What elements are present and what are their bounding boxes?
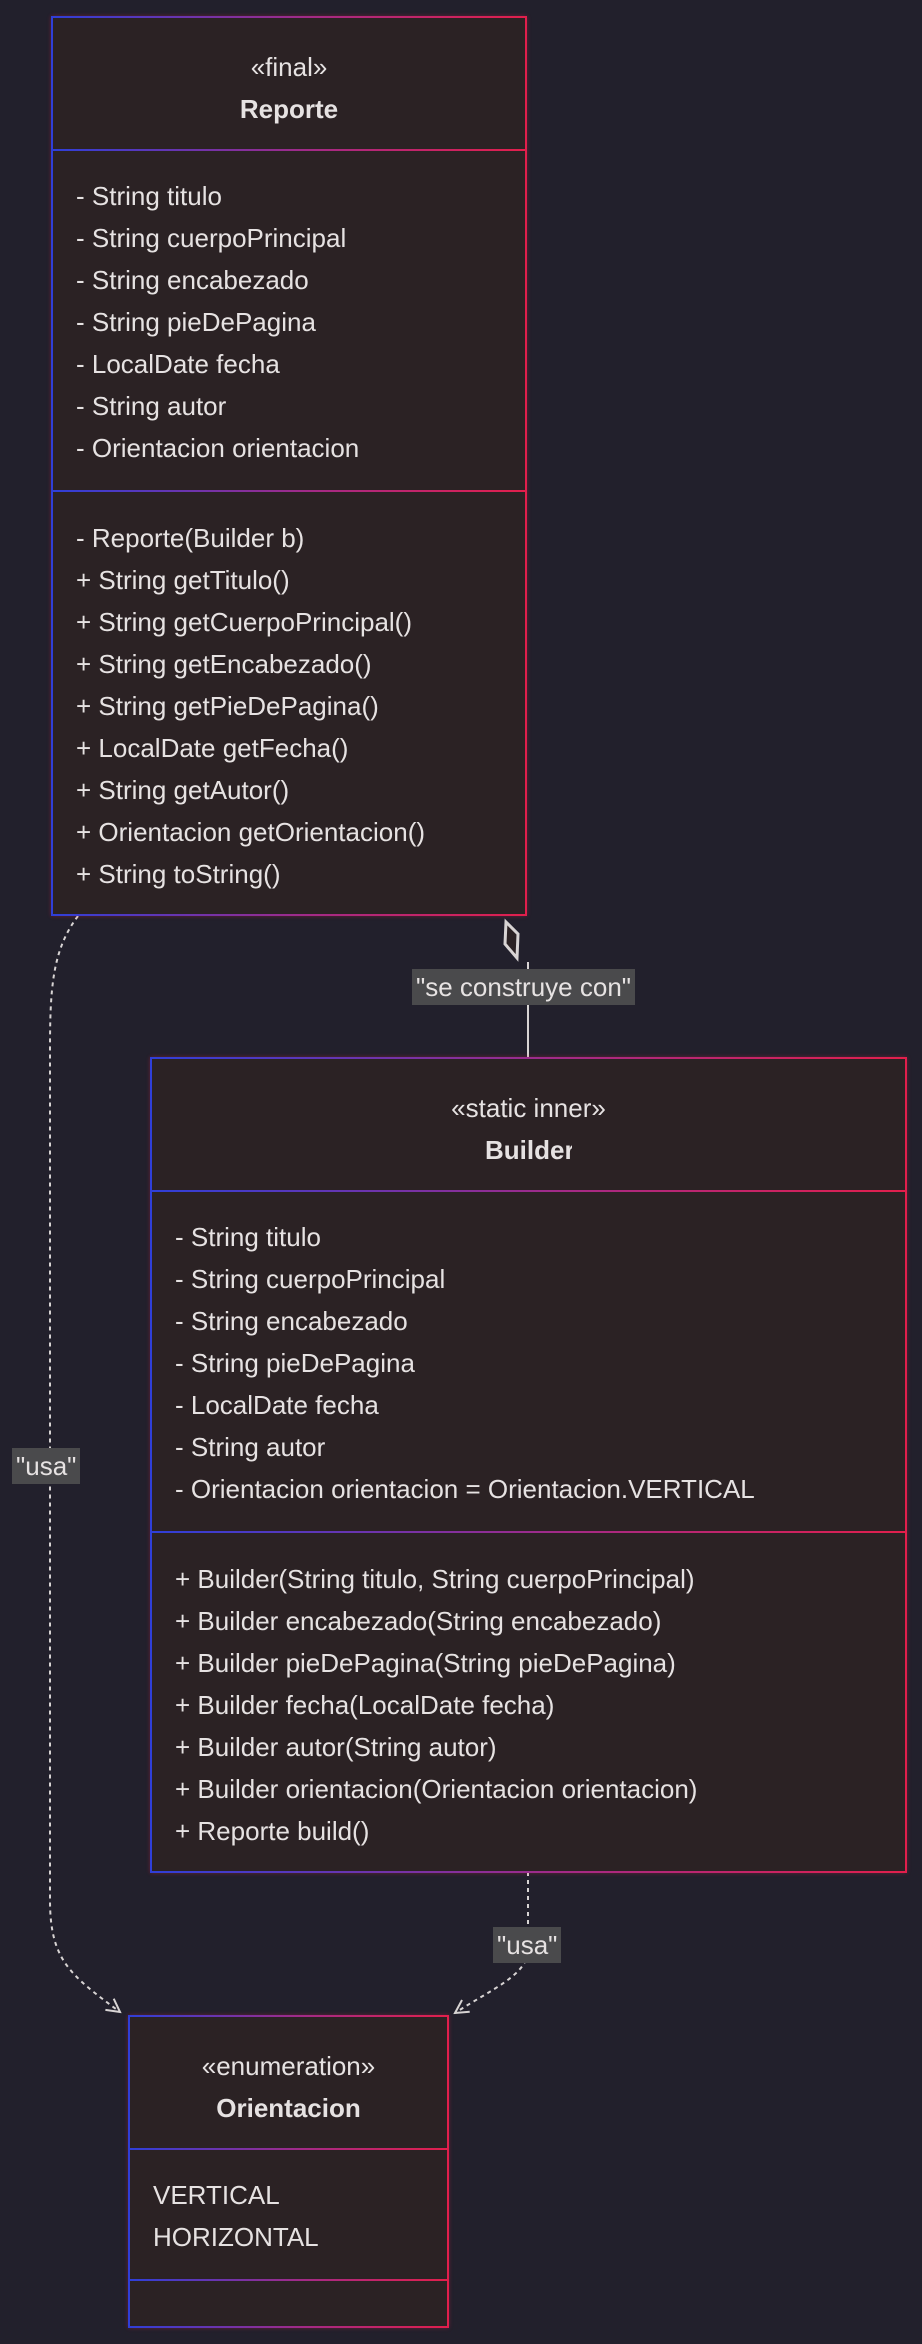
reporte-attribute: - String autor: [76, 391, 227, 421]
reporte-method: + LocalDate getFecha(): [76, 733, 349, 763]
builder-method: + Builder encabezado(String encabezado): [175, 1606, 662, 1636]
reporte-class-name: Reporte: [239, 94, 339, 124]
reporte-method: + String getCuerpoPrincipal(): [76, 607, 412, 637]
builder-method: + Builder pieDePagina(String pieDePagina…: [175, 1648, 676, 1678]
builder-method: + Builder(String titulo, String cuerpoPr…: [175, 1564, 695, 1594]
builder-usa-label: "usa": [493, 1927, 562, 1963]
builder-attribute: - LocalDate fecha: [175, 1390, 379, 1420]
reporte-attribute: - Orientacion orientacion: [76, 433, 360, 463]
reporte-usa-label: "usa": [12, 1448, 81, 1484]
reporte-method: - Reporte(Builder b): [76, 523, 305, 553]
builder-method: + Reporte build(): [175, 1816, 370, 1846]
orientacion-name-divider: [130, 2148, 447, 2150]
reporte-attributes-divider: [53, 490, 525, 492]
enum-value: HORIZONTAL: [153, 2222, 319, 2252]
class-orientacion[interactable]: «enumeration» Orientacion VERTICAL HORIZ…: [128, 2015, 449, 2328]
reporte-attribute: - String titulo: [76, 181, 222, 211]
builder-attribute: - String encabezado: [175, 1306, 408, 1336]
reporte-stereotype: «final»: [250, 52, 328, 82]
enum-value: VERTICAL: [153, 2180, 280, 2210]
reporte-method: + String getEncabezado(): [76, 649, 372, 679]
reporte-method: + String getAutor(): [76, 775, 290, 805]
builder-attribute: - String titulo: [175, 1222, 321, 1252]
builder-method: + Builder fecha(LocalDate fecha): [175, 1690, 555, 1720]
reporte-method: + String toString(): [76, 859, 281, 889]
builder-class-name: Builder: [485, 1135, 572, 1165]
builder-attribute: - Orientacion orientacion = Orientacion.…: [175, 1474, 755, 1504]
reporte-name-divider: [53, 149, 525, 151]
reporte-method: + String getTitulo(): [76, 565, 290, 595]
builder-attribute: - String autor: [175, 1432, 326, 1462]
builder-method: + Builder autor(String autor): [175, 1732, 497, 1762]
builder-attribute: - String pieDePagina: [175, 1348, 415, 1378]
reporte-method: + String getPieDePagina(): [76, 691, 379, 721]
orientacion-class-name: Orientacion: [216, 2093, 361, 2123]
orientacion-stereotype: «enumeration»: [201, 2051, 376, 2081]
reporte-usa-dependency: [49, 915, 120, 2012]
builder-attribute: - String cuerpoPrincipal: [175, 1264, 446, 1294]
builder-stereotype: «static inner»: [451, 1093, 606, 1123]
reporte-attribute: - String pieDePagina: [76, 307, 316, 337]
reporte-attribute: - String encabezado: [76, 265, 309, 295]
aggregation-diamond: [503, 918, 520, 962]
builder-name-divider: [152, 1190, 905, 1192]
class-reporte[interactable]: «final» Reporte - String titulo - String…: [51, 16, 527, 916]
orientacion-values-divider: [130, 2279, 447, 2281]
builder-attributes-divider: [152, 1531, 905, 1533]
aggregation-label: "se construye con": [412, 969, 636, 1005]
class-builder[interactable]: «static inner» Builder - String titulo -…: [150, 1057, 907, 1873]
reporte-attribute: - LocalDate fecha: [76, 349, 280, 379]
reporte-attribute: - String cuerpoPrincipal: [76, 223, 347, 253]
reporte-method: + Orientacion getOrientacion(): [76, 817, 426, 847]
builder-method: + Builder orientacion(Orientacion orient…: [175, 1774, 698, 1804]
